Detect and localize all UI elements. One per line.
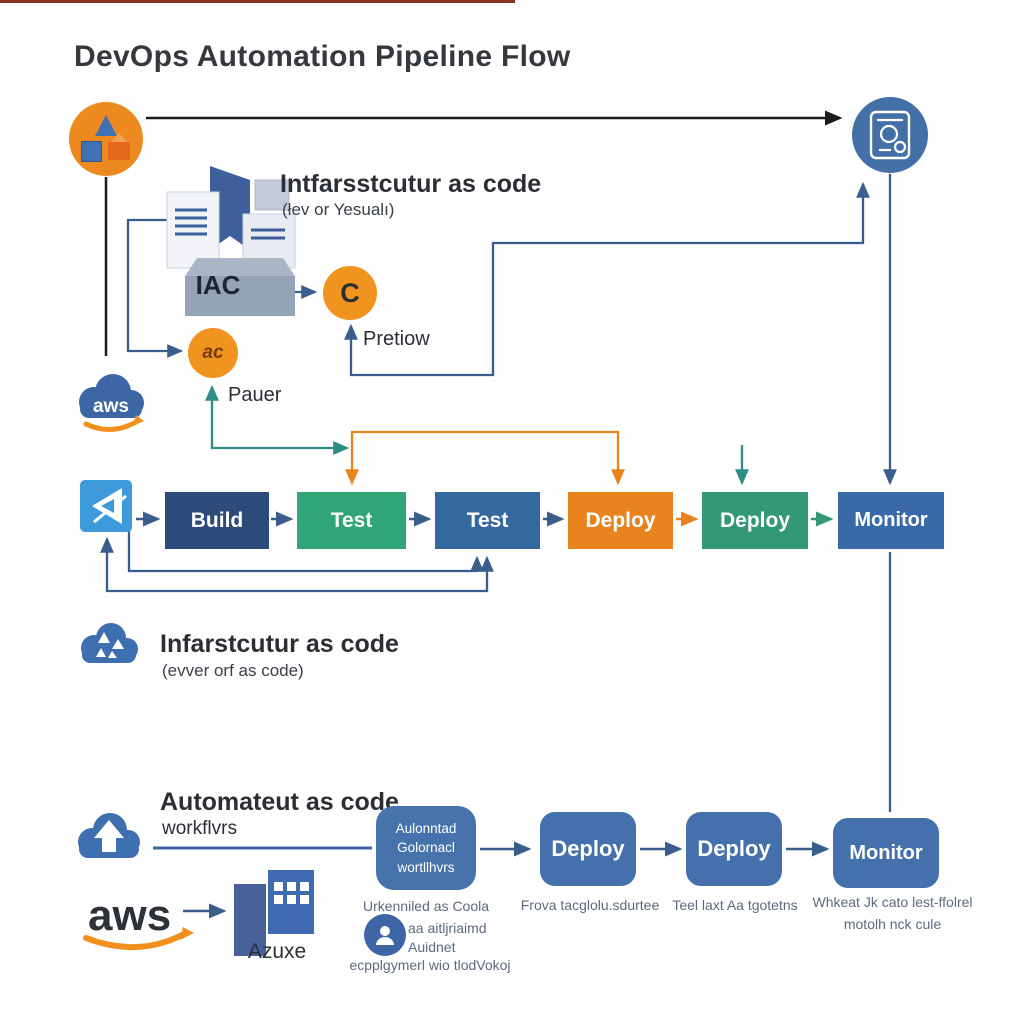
preview-label: Pretiow (363, 328, 430, 350)
ci-circle: C (323, 266, 377, 320)
registry-glyph (869, 110, 911, 160)
pipeline-stage-test-2: Test (435, 492, 540, 549)
monitor-registry-icon (852, 97, 928, 173)
iac-subheading: (łev or Yesualı) (282, 200, 395, 219)
square-shape (81, 141, 102, 162)
pipeline-stage-build: Build (165, 492, 269, 549)
box-line: Aulonntad (395, 820, 457, 836)
upload-cloud-icon (78, 813, 140, 858)
stage-label: Deploy (697, 836, 771, 861)
azure-label: Azuxe (247, 940, 307, 963)
source-note: aa aitljriaimd (408, 920, 487, 936)
pipeline-stage-deploy-1: Deploy (568, 492, 673, 549)
stage-label: Monitor (854, 509, 928, 531)
stage-label: Test (466, 508, 509, 532)
stage-caption: Whkeat Jk cato lest-ffolrel (812, 894, 973, 910)
person-glyph (376, 926, 394, 945)
azure-portal-icon-bar (234, 884, 266, 956)
top-edge-artifact (0, 0, 515, 3)
infra-cloud-icon (81, 623, 138, 663)
mid-section-subheading: (evver orf as code) (162, 661, 304, 680)
bottom-stage-deploy-1: Deploy (540, 812, 636, 886)
pentagon-shape (110, 133, 128, 143)
stage-label: Deploy (719, 508, 790, 532)
aws-wordmark-text: aws (88, 891, 171, 940)
stage-label: Deploy (585, 508, 656, 532)
pentagon-shape-body (108, 142, 130, 160)
stage-label: Test (330, 508, 373, 532)
bottom-stage-deploy-2: Deploy (686, 812, 782, 886)
pipeline-stage-monitor: Monitor (838, 492, 944, 549)
branch-arrow-glyph (92, 488, 127, 524)
ci-circle-label: C (340, 277, 360, 308)
source-note: ecpplgymerl wio tlodVokoj (349, 957, 511, 973)
config-circle: ac (188, 328, 238, 378)
power-label: Pauer (228, 384, 282, 406)
azure-devops-icon (80, 480, 132, 532)
mid-section-heading: Infarstcutur as code (160, 630, 399, 658)
automated-workflows-box: Aulonntad Golornacl wortllhvrs (376, 806, 476, 890)
pipeline-stage-deploy-2: Deploy (702, 492, 808, 549)
bottom-subheading: workflvrs (162, 818, 237, 839)
aws-wordmark: aws (83, 891, 194, 951)
triangle-shape (95, 115, 117, 136)
stage-label: Monitor (849, 841, 923, 864)
iac-box-label: IAC (195, 270, 241, 300)
stage-caption: Teel laxt Aa tgotetns (672, 897, 798, 913)
iac-heading: Intfarsstcutur as code (280, 170, 542, 198)
cloudformation-icon (69, 102, 143, 176)
aws-cloud-label: aws (93, 396, 129, 417)
iac-documents-icon (166, 166, 296, 316)
stage-caption: Frova tacglolu.sdurtee (520, 897, 660, 913)
azure-portal-icon-grid (268, 870, 314, 934)
bottom-heading: Automateut as code (160, 788, 399, 816)
box-line: wortllhvrs (397, 859, 455, 875)
stage-label: Deploy (551, 836, 625, 861)
source-note: Auidnet (408, 939, 456, 955)
page-title: DevOps Automation Pipeline Flow (74, 40, 571, 73)
user-lock-icon (364, 914, 406, 956)
box-line: Golornacl (397, 840, 455, 856)
source-caption: Urkenniled as Coola (362, 898, 490, 914)
stage-label: Build (190, 508, 244, 532)
pipeline-stage-test-1: Test (297, 492, 406, 549)
config-circle-label: ac (202, 342, 224, 363)
aws-cloud-icon: aws (79, 374, 144, 432)
bottom-stage-monitor: Monitor (833, 818, 939, 888)
stage-caption-line2: motolh nck cule (843, 916, 942, 932)
